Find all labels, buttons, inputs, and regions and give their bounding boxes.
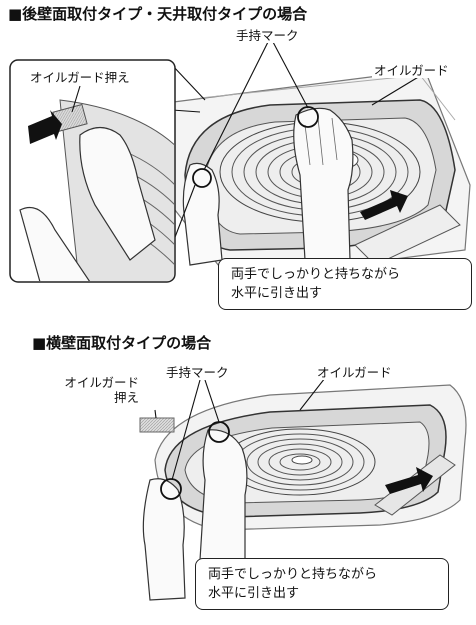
leader-lines-1 <box>203 41 421 171</box>
leader-lines-2 <box>154 377 326 481</box>
left-hand-2 <box>142 478 186 601</box>
left-hand-1 <box>182 162 223 266</box>
oil-guard-holder-part-2 <box>139 417 175 433</box>
instruction-note-2-line1: 両手でしっかりと持ちながら <box>208 567 378 582</box>
zoom-callout-lines <box>171 64 206 246</box>
instruction-note-1-line1: 両手でしっかりと持ちながら <box>231 267 401 282</box>
oil-guard-label-1: オイルガード <box>372 63 451 78</box>
oil-guard-holder-label-2-line1: オイルガード <box>64 375 140 390</box>
oil-guard-holder-label-2-line2: 押え <box>114 390 140 405</box>
inset-box <box>9 59 176 283</box>
filter-rings-2 <box>224 428 376 496</box>
instruction-note-2-line2: 水平に引き出す <box>208 586 300 601</box>
instruction-note-1-line2: 水平に引き出す <box>231 286 323 301</box>
instruction-note-2: 両手でしっかりと持ちながら 水平に引き出す <box>195 558 449 610</box>
instruction-note-1: 両手でしっかりと持ちながら 水平に引き出す <box>218 258 472 310</box>
section1-heading: ■後壁面取付タイプ・天井取付タイプの場合 <box>8 5 308 23</box>
pull-arrow-2 <box>385 467 433 494</box>
section2-heading: ■横壁面取付タイプの場合 <box>32 334 212 352</box>
right-hand-1 <box>293 107 354 261</box>
oil-guard-holder-label-1: オイルガード押え <box>28 70 132 85</box>
pull-arrow-1 <box>360 190 408 220</box>
oil-guard-holder-label-2: オイルガード 押え <box>60 375 142 405</box>
handle-mark-label-2: 手持マーク <box>164 365 231 380</box>
handle-mark-label-1: 手持マーク <box>234 28 301 43</box>
oil-guard-label-2: オイルガード <box>315 365 394 380</box>
right-hand-2 <box>199 429 248 566</box>
